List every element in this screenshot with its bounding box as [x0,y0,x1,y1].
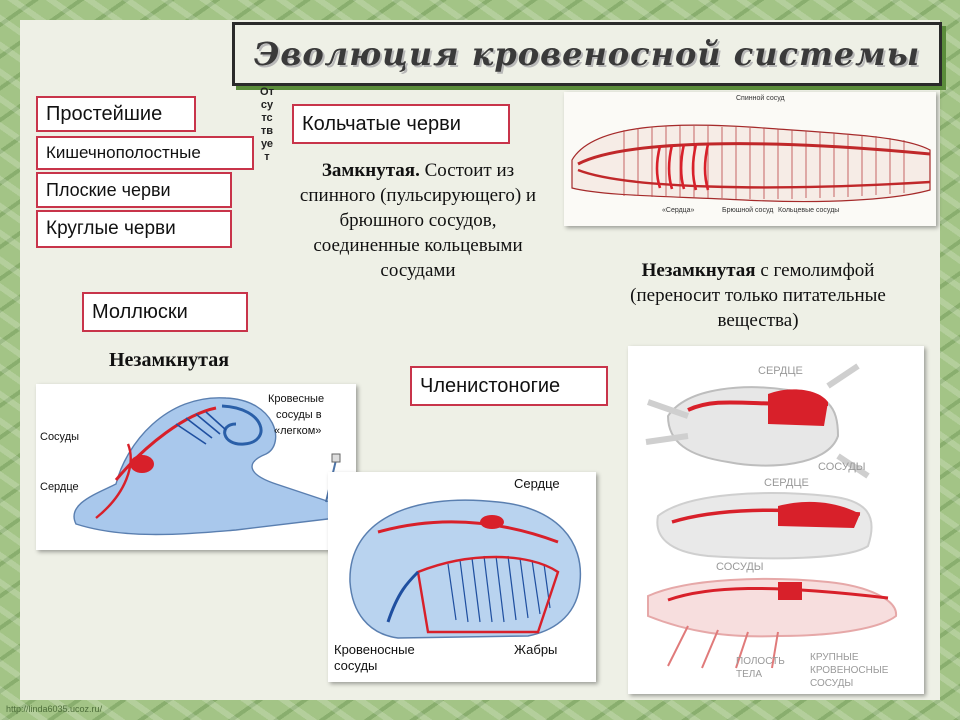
spider-legs [645,363,870,479]
annelid-detail: Состоит из спинного (пульсирующего) и бр… [299,160,537,281]
mollusk-type: Незамкнутая [108,349,230,371]
label-ploskie: Плоские черви [36,172,232,208]
arthropod-type: Незамкнутая [641,260,756,281]
arth-label-large-2: КРОВЕНОСНЫЕ [810,665,889,676]
clam-label-heart: Сердце [514,476,560,491]
snail-svg: Сосуды Сердце Кровесные сосуды в «легком… [40,393,347,536]
arthropod-description: Незамкнутая с гемолимфой (переносит толь… [608,258,908,333]
snail-heart [130,455,154,473]
snail-diagram: Сосуды Сердце Кровесные сосуды в «легком… [36,384,356,550]
arth-label-vessels-1: СОСУДЫ [818,461,866,473]
insect-heart [778,501,860,528]
arth-label-large-3: СОСУДЫ [810,678,853,689]
crayfish-legs [667,625,779,669]
snail-label-vessels: Сосуды [40,431,79,443]
dorsal-vessel [577,142,931,166]
annelid-description: Замкнутая. Состоит из спинного (пульсиру… [286,158,550,283]
eye [331,453,341,463]
crayfish-aorta [667,586,889,602]
label-prostejshie: Простейшие [36,96,196,132]
label-mollyuski: Моллюски [82,292,248,332]
snail-label-lung-2: сосуды в [276,409,322,421]
clam-label-vessels-2: сосуды [334,658,377,673]
arth-label-cavity-1: ПОЛОСТЬ [736,656,785,667]
arth-label-heart-2: СЕРДЦЕ [764,477,809,489]
heart-rings [655,143,710,191]
clam-artery [377,520,559,544]
snail-artery [114,406,217,481]
worm-label-top: Спинной сосуд [736,94,785,102]
absent-note-text: Отсутствует [260,86,274,163]
snail-shell-spiral [221,404,263,446]
snail-label-lung-1: Кровесные [268,393,324,405]
arthropod-diagram: СЕРДЦЕ СОСУДЫ СЕРДЦЕ СОСУДЫ ПОЛОСТЬ ТЕЛА… [628,346,924,694]
annelid-svg: Спинной сосуд «Сердца» Брюшной сосуд Кол… [571,94,931,214]
label-kishechnopolostnye: Кишечнополостные [36,136,254,170]
label-chlenistonogie: Членистоногие [410,366,608,406]
arthropod-svg: СЕРДЦЕ СОСУДЫ СЕРДЦЕ СОСУДЫ ПОЛОСТЬ ТЕЛА… [645,363,898,689]
clam-svg: Сердце Кровеносные сосуды Жабры [334,476,582,673]
crayfish-heart [778,582,802,600]
arth-label-heart-1: СЕРДЦЕ [758,365,803,377]
page-title: Эволюция кровеносной системы [253,35,921,73]
clam-diagram: Сердце Кровеносные сосуды Жабры [328,472,596,682]
arth-label-cavity-2: ТЕЛА [736,669,762,680]
clam-label-gills: Жабры [514,642,557,657]
clam-heart [480,515,504,529]
arth-label-vessels-2: СОСУДЫ [716,561,764,573]
snail-label-lung-3: «легком» [274,425,321,437]
clam-vein [386,570,420,623]
arth-label-large-1: КРУПНЫЕ [810,652,859,663]
title-box: Эволюция кровеносной системы [232,22,942,86]
worm-label-ring: Кольцевые сосуды [778,207,839,214]
label-koltchatye: Кольчатые черви [292,104,510,144]
lung-vessels [175,411,227,445]
clam-label-vessels-1: Кровеносные [334,642,415,657]
arthropod-detail: с гемолимфой (переносит только питательн… [630,260,886,331]
snail-label-heart: Сердце [40,481,79,493]
worm-body [571,124,931,203]
label-kruglye: Круглые черви [36,210,232,248]
spider-heart [768,389,828,426]
footer-url: http://linda6035.ucoz.ru/ [6,704,103,714]
clam-gill-vessel [416,555,560,634]
snail-vessel [95,443,132,519]
worm-label-heart: «Сердца» [662,207,695,214]
ventral-vessel [577,168,931,189]
absent-note: Отсутствует [260,86,274,164]
annelid-type: Замкнутая. [321,160,420,181]
clam-body [349,499,582,639]
annelid-diagram: Спинной сосуд «Сердца» Брюшной сосуд Кол… [564,92,936,226]
worm-label-ventral: Брюшной сосуд [722,206,773,214]
